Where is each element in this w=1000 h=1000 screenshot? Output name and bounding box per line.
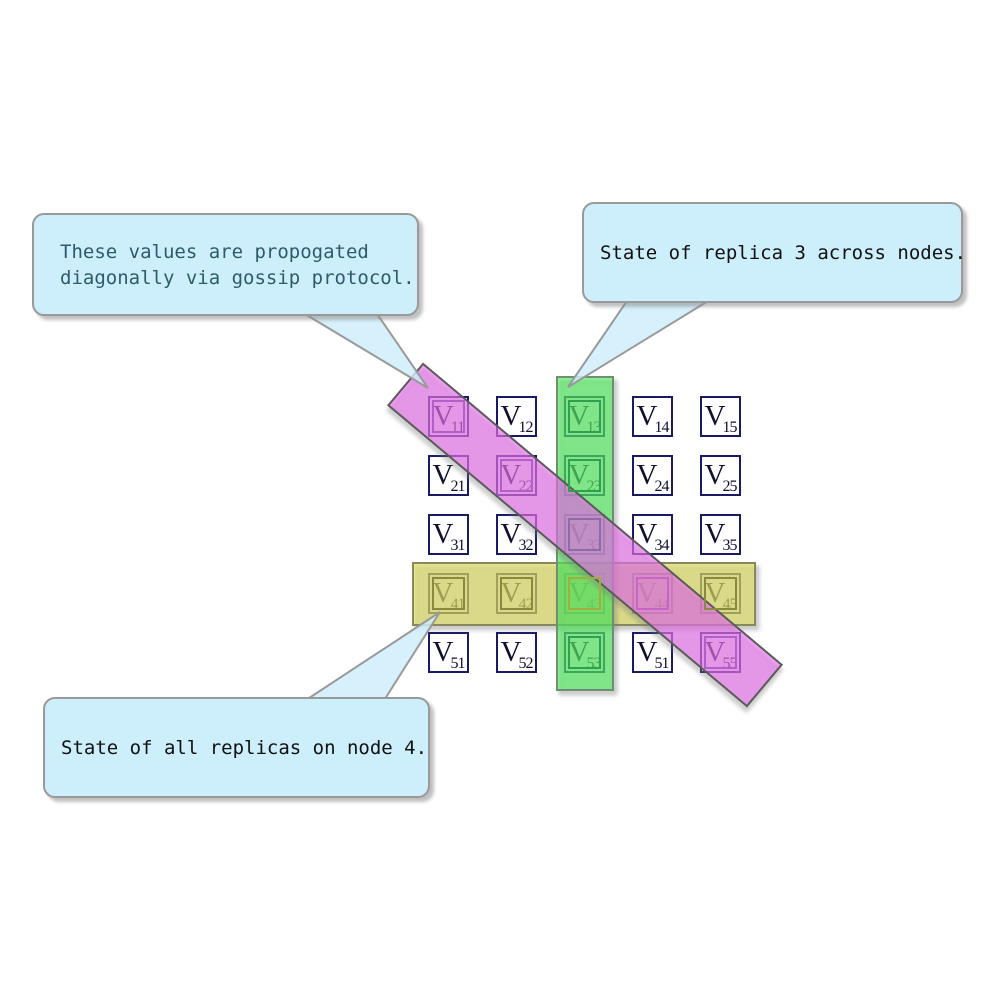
cell-label: V35 <box>704 518 738 554</box>
cell-subscript: 51 <box>450 655 465 672</box>
callout-replica3: State of replica 3 across nodes. <box>582 202 967 303</box>
matrix-cell: V51 <box>428 632 469 673</box>
cell-label: V31 <box>432 518 466 554</box>
matrix-cell: V52 <box>496 632 537 673</box>
matrix-cell: V24 <box>632 455 673 496</box>
cell-subscript: 21 <box>450 478 465 495</box>
cell-label: V34 <box>636 518 670 554</box>
cell-label: V51 <box>636 636 670 672</box>
callout-tail-gossip <box>291 307 429 389</box>
callout-node4-line1: State of all replicas on node 4. <box>61 736 428 759</box>
cell-subscript: 52 <box>518 655 533 672</box>
callout-node4: State of all replicas on node 4. <box>43 697 430 798</box>
cell-subscript: 31 <box>450 537 465 554</box>
matrix-cell: V14 <box>632 396 673 437</box>
cell-subscript: 34 <box>654 537 669 554</box>
cell-label: V12 <box>500 400 534 436</box>
cell-label: V51 <box>432 636 466 672</box>
matrix-cell: V21 <box>428 455 469 496</box>
cell-label: V25 <box>704 459 738 495</box>
cell-label: V52 <box>500 636 534 672</box>
matrix-cell: V31 <box>428 514 469 555</box>
callout-replica3-line1: State of replica 3 across nodes. <box>600 241 967 264</box>
callout-tail-replica3 <box>567 297 717 388</box>
callout-gossip-line2: diagonally via gossip protocol. <box>60 266 415 289</box>
cell-subscript: 15 <box>722 419 737 436</box>
cell-label: V15 <box>704 400 738 436</box>
cell-subscript: 35 <box>722 537 737 554</box>
callout-gossip-line1: These values are propogated <box>60 240 369 263</box>
matrix-cell: V35 <box>700 514 741 555</box>
cell-label: V32 <box>500 518 534 554</box>
cell-subscript: 14 <box>654 419 669 436</box>
matrix-cell: V51 <box>632 632 673 673</box>
cell-label: V24 <box>636 459 670 495</box>
cell-subscript: 32 <box>518 537 533 554</box>
cell-label: V14 <box>636 400 670 436</box>
cell-label: V21 <box>432 459 466 495</box>
cell-subscript: 25 <box>722 478 737 495</box>
cell-subscript: 51 <box>654 655 669 672</box>
callout-gossip: These values are propogated diagonally v… <box>32 213 419 316</box>
cell-subscript: 24 <box>654 478 669 495</box>
matrix-cell: V25 <box>700 455 741 496</box>
cell-subscript: 12 <box>518 419 533 436</box>
matrix-cell: V15 <box>700 396 741 437</box>
